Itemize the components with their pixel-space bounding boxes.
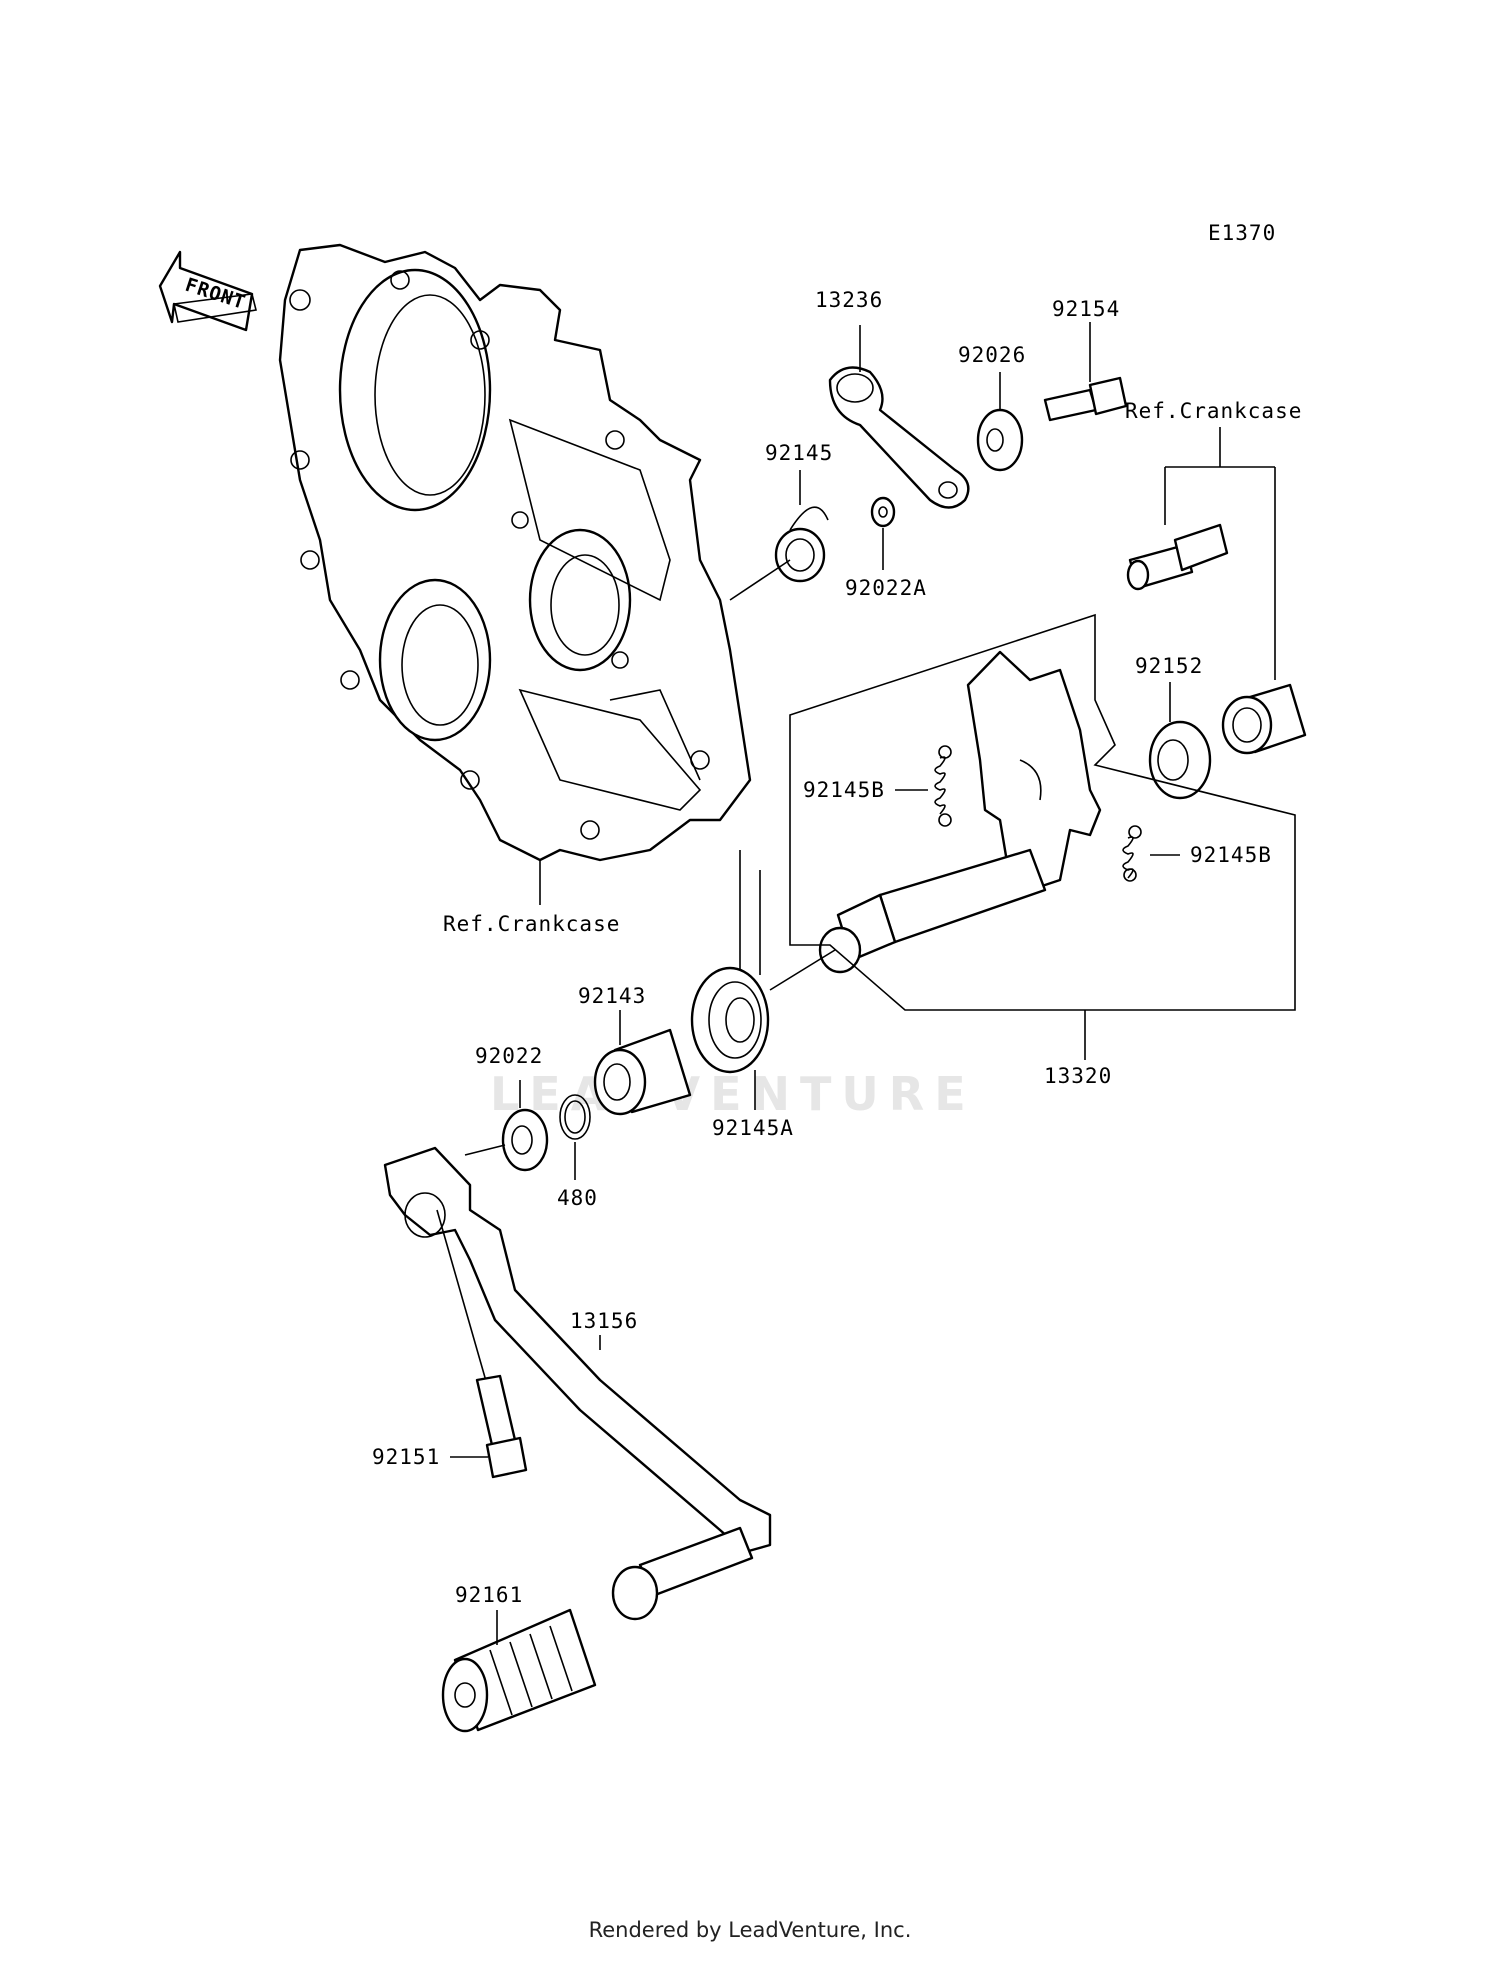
part-92022-label: 92022 [475, 1044, 543, 1068]
washer-92026-part [976, 408, 1024, 472]
part-92022A-label: 92022A [845, 576, 927, 600]
ref-crankcase-bottom-label: Ref.Crankcase [443, 912, 620, 936]
part-92145A-label: 92145A [712, 1116, 794, 1140]
shift-shaft-part [818, 650, 1102, 974]
part-92143-label: 92143 [578, 984, 646, 1008]
circlip-480-part [559, 1094, 591, 1140]
spring-92145B-right-part [1122, 825, 1142, 882]
crankcase-part [278, 243, 752, 862]
part-92145B-left-label: 92145B [803, 778, 885, 802]
bolt-92154-part [1043, 376, 1128, 422]
watermark: LEADVENTURE [490, 1067, 976, 1121]
part-13156-label: 13156 [570, 1309, 638, 1333]
part-92026-label: 92026 [958, 343, 1026, 367]
part-92145-label: 92145 [765, 441, 833, 465]
part-13236-label: 13236 [815, 288, 883, 312]
spring-92145-part [774, 506, 829, 583]
collar-92152-part [1148, 720, 1212, 800]
shift-pedal-part [383, 1146, 772, 1621]
front-arrow-icon: FRONT [158, 250, 257, 332]
diagram-code: E1370 [1208, 221, 1276, 245]
part-92152-label: 92152 [1135, 654, 1203, 678]
shift-arm-part [828, 366, 970, 509]
ref-crankcase-top-label: Ref.Crankcase [1125, 399, 1302, 423]
bolt-92151-part [475, 1374, 528, 1479]
footer-credit: Rendered by LeadVenture, Inc. [588, 1918, 912, 1942]
stud-pin-part [1126, 523, 1229, 591]
part-92145B-right-label: 92145B [1190, 843, 1272, 867]
washer-92022A-part [870, 496, 896, 528]
part-92151-label: 92151 [372, 1445, 440, 1469]
part-92161-label: 92161 [455, 1583, 523, 1607]
collar-92143-part [593, 1028, 692, 1116]
part-480-label: 480 [557, 1186, 598, 1210]
part-13320-label: 13320 [1044, 1064, 1112, 1088]
needle-bearing-part [1221, 683, 1307, 755]
spring-92145B-left-part [934, 745, 952, 827]
part-92154-label: 92154 [1052, 297, 1120, 321]
spring-92145A-part [690, 850, 770, 1074]
washer-92022-part [501, 1108, 549, 1172]
pedal-rubber-92161-part [441, 1608, 597, 1733]
